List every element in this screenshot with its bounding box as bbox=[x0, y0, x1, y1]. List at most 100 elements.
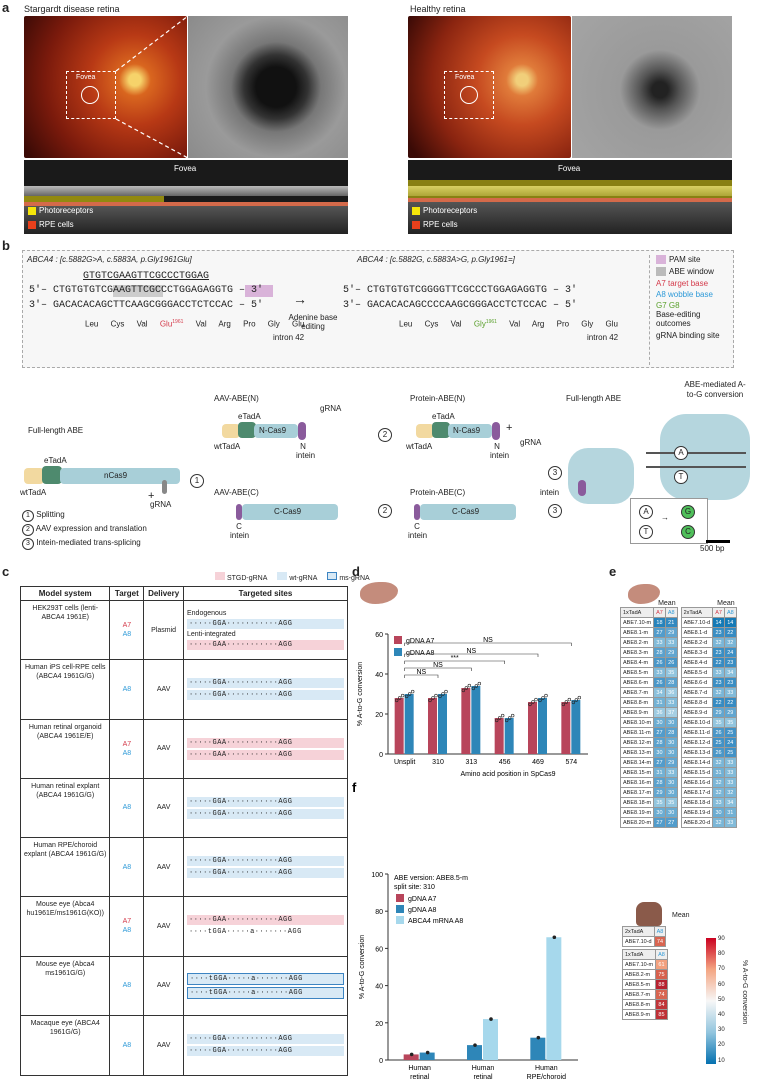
d-bar bbox=[438, 694, 447, 754]
assembled-abe-1 bbox=[568, 448, 634, 504]
d-y-tick-label: 0 bbox=[379, 752, 383, 759]
c-delivery: AAV bbox=[144, 838, 184, 897]
f-title: ABE version: ABE8.5-m bbox=[394, 875, 468, 882]
intein-label: intein bbox=[540, 488, 560, 497]
e-variant-name: ABE8.5-d bbox=[680, 667, 714, 678]
c-header-0: Model system bbox=[21, 587, 111, 600]
e-variant-name: ABE8.18-m bbox=[619, 797, 655, 808]
d-point bbox=[410, 689, 415, 694]
e-variant-name: ABE8.11-m bbox=[619, 727, 655, 738]
e-variant-name: ABE8.16-m bbox=[619, 777, 655, 788]
e-value-cell: 29 bbox=[712, 707, 725, 718]
e-variant-name: ABE8.15-d bbox=[680, 767, 714, 778]
e-variant-name: ABE8.18-d bbox=[680, 797, 714, 808]
e-value-cell: 32 bbox=[712, 637, 725, 648]
e-header-cell: A7 bbox=[653, 607, 666, 618]
d-point bbox=[444, 689, 448, 694]
e-variant-name: ABE8.12-m bbox=[619, 737, 655, 748]
right-legend-photo-swatch bbox=[412, 207, 420, 215]
c-delivery: AAV bbox=[144, 719, 184, 778]
e-value-cell: 30 bbox=[664, 747, 678, 758]
c-site-seq: ·····GGA···········AGG bbox=[187, 808, 344, 819]
c-site-seq: ·····GGA···········AGG bbox=[187, 1034, 344, 1045]
e-value-cell: 22 bbox=[712, 697, 725, 708]
e-value-cell: 34 bbox=[723, 797, 737, 808]
etada-label-3: eTadA bbox=[432, 412, 455, 421]
f-legend-label: gDNA A7 bbox=[408, 896, 437, 903]
e-variant-name: ABE8.11-d bbox=[680, 727, 714, 738]
e-variant-name: ABE8.17-m bbox=[619, 787, 655, 798]
e-bottom-mean: Mean bbox=[672, 912, 690, 919]
e-bottom-header: A8 bbox=[653, 926, 667, 937]
e-value-cell: 32 bbox=[712, 817, 725, 828]
right-fovea-zoom bbox=[572, 16, 732, 158]
d-bar bbox=[561, 702, 571, 754]
e-value-cell: 33 bbox=[664, 637, 678, 648]
assembled-abe-2 bbox=[660, 414, 750, 500]
colorbar-tick: 60 bbox=[718, 981, 725, 988]
d-point bbox=[497, 716, 502, 720]
e-bottom-value: 74 bbox=[655, 989, 668, 1000]
c-table-row: Human RPE/choroid explant (ABCA4 1961G/G… bbox=[21, 838, 347, 898]
step1-circle: 1 bbox=[190, 474, 204, 488]
e-variant-name: ABE8.4-m bbox=[619, 657, 655, 668]
e-bottom-variant: ABE7.10-d bbox=[622, 936, 655, 947]
e-variant-name: ABE7.10-m bbox=[619, 617, 655, 628]
e-variant-name: ABE8.2-d bbox=[680, 637, 714, 648]
e-value-cell: 26 bbox=[653, 677, 666, 688]
e-variant-name: ABE8.14-d bbox=[680, 757, 714, 768]
d-y-tick-label: 40 bbox=[375, 672, 383, 679]
editing-arrow: → bbox=[293, 291, 307, 307]
f-bar bbox=[467, 1045, 482, 1060]
e-value-cell: 32 bbox=[712, 787, 725, 798]
grna-label: gRNA bbox=[150, 500, 172, 509]
d-y-tick-label: 60 bbox=[375, 632, 383, 639]
e-value-cell: 36 bbox=[653, 707, 666, 718]
f-point bbox=[489, 1017, 493, 1021]
e-value-cell: 35 bbox=[653, 797, 666, 808]
d-sig-label: *** bbox=[451, 655, 459, 662]
e-bottom-variant: ABE7.10-m bbox=[621, 959, 657, 970]
e-value-cell: 29 bbox=[664, 757, 678, 768]
e-variant-name: ABE8.10-d bbox=[680, 717, 714, 728]
colorbar-tick: 70 bbox=[718, 966, 725, 973]
d-point bbox=[571, 700, 576, 705]
c-site-seq: ·····GAA···········AGG bbox=[187, 749, 344, 760]
e-value-cell: 30 bbox=[712, 807, 725, 818]
c-model-name: Human RPE/choroid explant (ABCA4 1961G/G… bbox=[21, 838, 111, 897]
d-point bbox=[441, 692, 445, 696]
c-site-seq: ····tGGA·····a·······AGG bbox=[187, 972, 344, 985]
e-variant-name: ABE8.5-m bbox=[619, 667, 655, 678]
d-point bbox=[538, 698, 542, 703]
f-point bbox=[536, 1035, 541, 1040]
e-variant-name: ABE8.19-d bbox=[680, 807, 714, 818]
d-point bbox=[528, 702, 532, 707]
f-x-tick-label: Human bbox=[472, 1065, 495, 1072]
full-abe-label: Full-length ABE bbox=[28, 426, 84, 435]
e-value-cell: 29 bbox=[723, 707, 737, 718]
left-legend-photo-swatch bbox=[28, 207, 36, 215]
c-model-name: HEK293T cells (lenti-ABCA4 1961E) bbox=[21, 601, 111, 660]
e-cell-icon bbox=[628, 584, 660, 604]
e-value-cell: 18 bbox=[653, 617, 666, 628]
d-bar bbox=[394, 698, 404, 754]
d-y-label: % A-to-G conversion bbox=[357, 662, 364, 726]
c-site-seq: ·····GGA···········AGG bbox=[187, 690, 344, 701]
e-value-cell: 31 bbox=[653, 697, 666, 708]
d-point bbox=[428, 698, 432, 703]
